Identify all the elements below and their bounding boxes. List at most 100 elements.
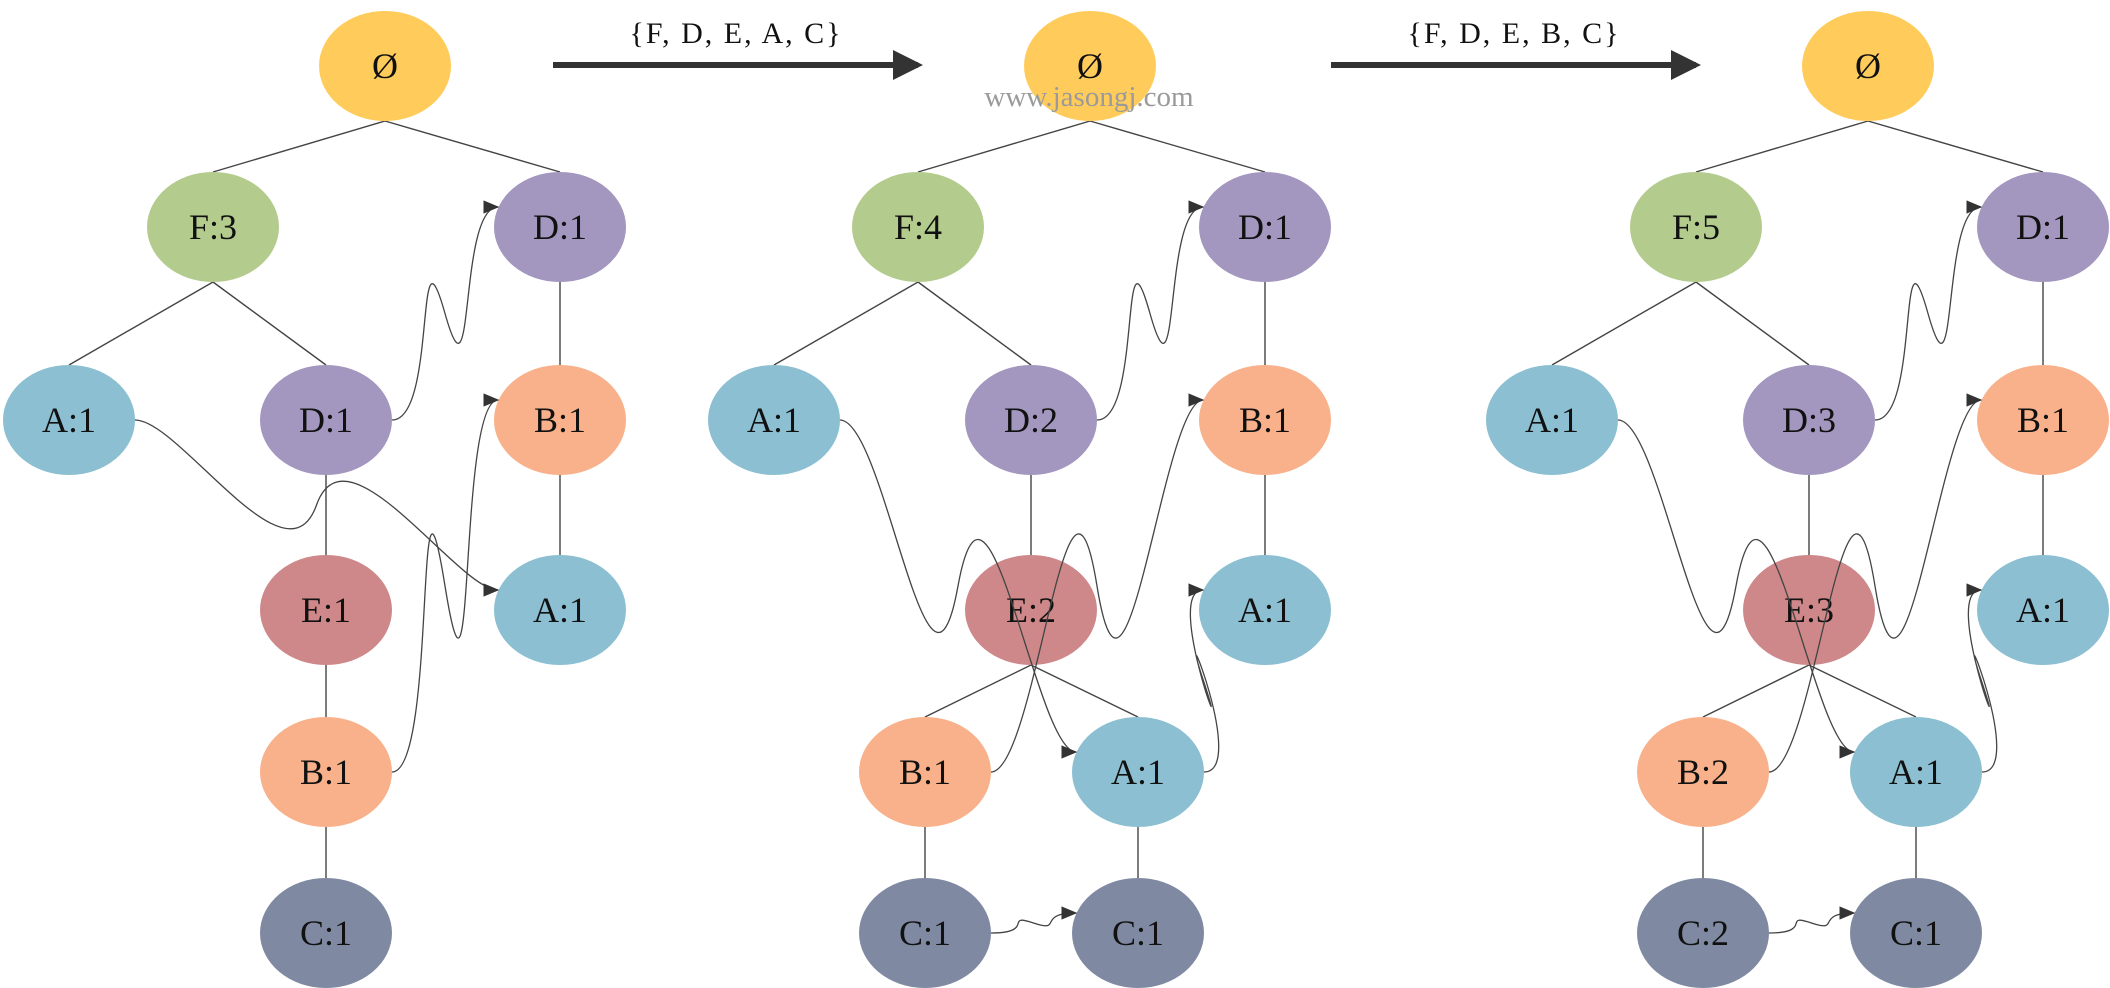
node-label: C:2 — [1677, 913, 1729, 953]
node-link-arrow — [1966, 583, 1998, 773]
node-label: A:1 — [1111, 752, 1165, 792]
tree-node: D:1 — [1199, 172, 1331, 282]
tree-node: F:5 — [1630, 172, 1762, 282]
node-label: D:1 — [299, 400, 353, 440]
node-ellipse — [260, 555, 392, 665]
tree-node: A:1 — [1977, 555, 2109, 665]
tree-node: Ø — [1802, 11, 1934, 121]
node-ellipse — [1637, 717, 1769, 827]
node-label: A:1 — [2016, 590, 2070, 630]
tree-edge — [1695, 281, 1810, 366]
node-label: D:3 — [1782, 400, 1836, 440]
node-link-arrow — [839, 419, 1078, 759]
tree-node: A:1 — [1850, 717, 1982, 827]
tree-edge — [917, 120, 1091, 173]
node-label: C:1 — [300, 913, 352, 953]
tree-node: A:1 — [1072, 717, 1204, 827]
node-ellipse — [260, 878, 392, 988]
node-links-layer — [134, 200, 1998, 934]
transition-2: {F, D, E, B, C} — [1331, 17, 1701, 80]
transition-1: {F, D, E, A, C} — [553, 17, 923, 80]
node-link-arrow — [1617, 419, 1856, 759]
node-ellipse — [1199, 365, 1331, 475]
node-ellipse — [1199, 555, 1331, 665]
tree-node: C:2 — [1637, 878, 1769, 988]
tree-edge — [212, 281, 327, 366]
node-ellipse — [494, 172, 626, 282]
node-label: A:1 — [1889, 752, 1943, 792]
node-ellipse — [1850, 717, 1982, 827]
node-label: C:1 — [1890, 913, 1942, 953]
node-ellipse — [1486, 365, 1618, 475]
tree-node: F:3 — [147, 172, 279, 282]
node-label: F:5 — [1672, 207, 1720, 247]
node-link-arrow — [990, 906, 1078, 934]
tree-node: A:1 — [494, 555, 626, 665]
tree-node: B:1 — [859, 717, 991, 827]
tree-edge — [1551, 281, 1697, 366]
tree-node: E:1 — [260, 555, 392, 665]
node-ellipse — [1743, 555, 1875, 665]
node-ellipse — [260, 365, 392, 475]
transition-label-1: {F, D, E, A, C} — [629, 17, 842, 50]
node-ellipse — [1977, 172, 2109, 282]
tree-edge — [1030, 664, 1139, 718]
transition-label-2: {F, D, E, B, C} — [1407, 17, 1620, 50]
node-label: F:4 — [894, 207, 942, 247]
node-link-arrow — [1768, 906, 1856, 934]
node-label: Ø — [1855, 46, 1881, 86]
node-ellipse — [1802, 11, 1934, 121]
node-label: D:1 — [533, 207, 587, 247]
node-label: B:1 — [2017, 400, 2069, 440]
tree-node: B:1 — [1977, 365, 2109, 475]
tree-node: F:4 — [852, 172, 984, 282]
node-label: B:1 — [899, 752, 951, 792]
tree-edge — [917, 281, 1032, 366]
tree-node: A:1 — [3, 365, 135, 475]
tree-node: D:3 — [1743, 365, 1875, 475]
node-ellipse — [859, 717, 991, 827]
node-link-arrow — [134, 419, 500, 597]
node-label: D:1 — [2016, 207, 2070, 247]
node-label: E:2 — [1006, 590, 1056, 630]
watermark: www.jasongj.com — [984, 81, 1194, 113]
node-ellipse — [708, 365, 840, 475]
tree-node: E:2 — [965, 555, 1097, 665]
node-label: Ø — [1077, 46, 1103, 86]
node-link-arrow — [1768, 393, 1983, 773]
node-link-arrow — [990, 393, 1205, 773]
tree-edge — [924, 664, 1032, 718]
node-ellipse — [852, 172, 984, 282]
node-link-arrow — [1188, 583, 1220, 773]
node-link-arrow — [1096, 200, 1205, 421]
tree-node: A:1 — [1486, 365, 1618, 475]
node-ellipse — [1850, 878, 1982, 988]
node-ellipse — [3, 365, 135, 475]
node-label: A:1 — [1238, 590, 1292, 630]
node-ellipse — [1199, 172, 1331, 282]
tree-node: C:1 — [1850, 878, 1982, 988]
node-label: D:2 — [1004, 400, 1058, 440]
node-ellipse — [1072, 878, 1204, 988]
node-label: F:3 — [189, 207, 237, 247]
node-label: A:1 — [42, 400, 96, 440]
node-label: B:2 — [1677, 752, 1729, 792]
node-link-arrow — [1874, 200, 1983, 421]
node-label: B:1 — [534, 400, 586, 440]
tree-edge — [1702, 664, 1810, 718]
tree-node: A:1 — [1199, 555, 1331, 665]
node-ellipse — [147, 172, 279, 282]
node-ellipse — [965, 555, 1097, 665]
node-label: D:1 — [1238, 207, 1292, 247]
tree-node: D:1 — [260, 365, 392, 475]
node-ellipse — [1072, 717, 1204, 827]
tree-node: A:1 — [708, 365, 840, 475]
tree-node: B:1 — [494, 365, 626, 475]
node-ellipse — [1977, 365, 2109, 475]
tree-edge — [1808, 664, 1917, 718]
node-ellipse — [1977, 555, 2109, 665]
tree-edge — [68, 281, 214, 366]
tree-edge — [212, 120, 386, 173]
